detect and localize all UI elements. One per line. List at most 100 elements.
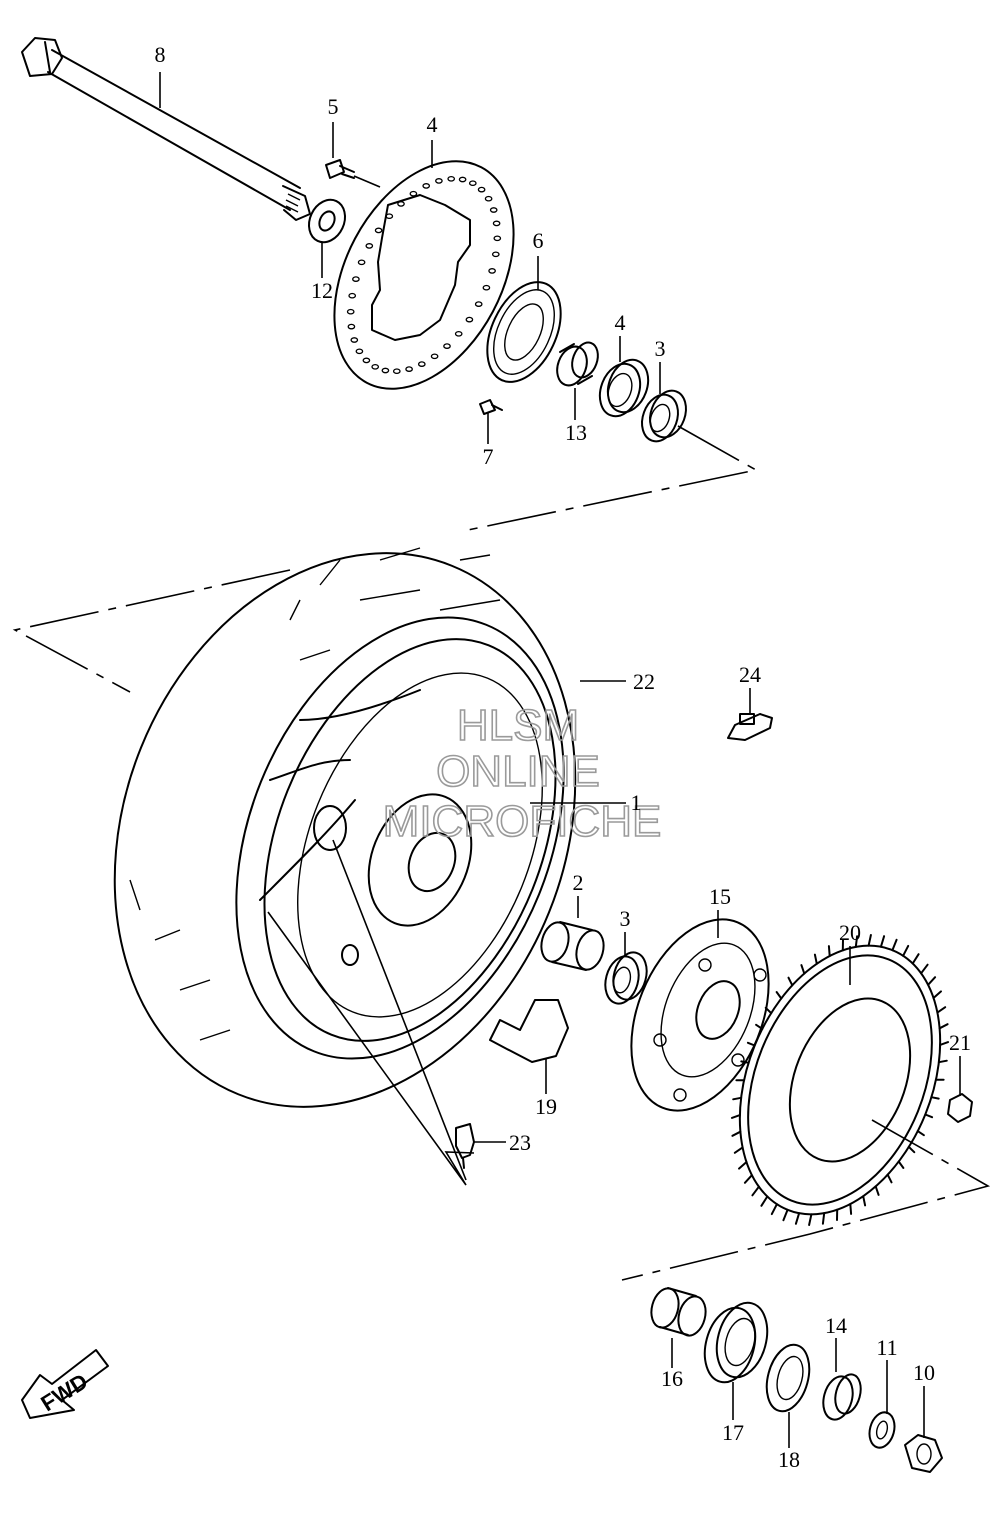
sprocket-tooth <box>748 1043 755 1046</box>
collar-14 <box>819 1372 865 1423</box>
disc-vent-hole <box>483 286 489 290</box>
disc-vent-hole <box>410 192 416 196</box>
sprocket-tooth <box>881 936 884 947</box>
disc-vent-hole <box>348 324 354 328</box>
disc-vent-hole <box>476 302 482 306</box>
disc-vent-hole <box>375 228 381 232</box>
sprocket-tooth <box>925 1115 932 1118</box>
sprocket-tooth <box>823 1213 824 1224</box>
watermark-line2: ONLINE <box>436 747 600 796</box>
disc-vent-hole <box>478 187 484 191</box>
label-part-2: 2 <box>573 870 584 895</box>
sprocket-tooth <box>940 1042 948 1045</box>
sprocket-tooth <box>815 955 817 964</box>
sprocket-tooth <box>809 1214 811 1225</box>
sprocket-tooth <box>752 1187 759 1196</box>
sprocket-tooth <box>739 1162 747 1169</box>
sprocket-tooth <box>863 1196 865 1205</box>
disc-vent-hole <box>456 332 462 336</box>
sprocket-tooth <box>888 1175 892 1183</box>
sprocket-tooth <box>789 978 793 986</box>
sprocket-tooth <box>909 1147 915 1152</box>
label-part-11: 11 <box>876 1335 897 1360</box>
sprocket-tooth <box>772 1204 777 1214</box>
sprocket-tooth <box>934 991 942 998</box>
rear-sprocket <box>702 916 977 1245</box>
disc-vent-hole <box>493 252 499 256</box>
brake-disc <box>298 131 550 420</box>
sprocket-tooth <box>801 965 804 974</box>
wheel-damper <box>490 1000 568 1062</box>
label-part-3-lower: 3 <box>620 906 631 931</box>
bearing-lower <box>600 949 651 1008</box>
disc-vent-hole <box>358 260 364 264</box>
sprocket-tooth <box>937 1007 945 1012</box>
spacer-washer <box>302 194 351 248</box>
sprocket-tooth <box>876 1186 879 1195</box>
disc-vent-hole <box>363 358 369 362</box>
label-part-7: 6 <box>533 228 544 253</box>
disc-vent-hole <box>366 244 372 248</box>
label-part-1: 1 <box>631 790 642 815</box>
disc-vent-hole <box>489 269 495 273</box>
distance-collar <box>537 919 607 972</box>
label-part-5: 4 <box>427 112 438 137</box>
sprocket-tooth <box>796 1213 799 1224</box>
label-part-23: 23 <box>509 1130 531 1155</box>
disc-vent-hole <box>348 310 354 314</box>
balance-weight <box>728 714 772 740</box>
disc-vent-hole <box>394 369 400 373</box>
label-part-3-upper: 3 <box>655 336 666 361</box>
sprocket-tooth <box>918 1131 924 1135</box>
disc-vent-hole <box>372 365 378 369</box>
label-part-8: 7 <box>483 444 494 469</box>
sprocket-tooth <box>869 935 871 946</box>
disc-vent-hole <box>459 177 465 181</box>
sprocket-tooth <box>783 1210 787 1220</box>
oil-seal-18 <box>760 1340 816 1416</box>
sprocket-tooth <box>735 1147 743 1152</box>
disc-vent-hole <box>485 197 491 201</box>
sprocket-nut <box>948 1094 972 1122</box>
disc-vent-hole <box>398 202 404 206</box>
axle-nut-10 <box>905 1435 942 1472</box>
label-part-6: 5 <box>328 94 339 119</box>
disc-vent-hole <box>431 354 437 358</box>
disc-vent-hole <box>386 214 392 218</box>
collar-13 <box>552 339 602 390</box>
washer-11 <box>866 1410 898 1451</box>
oil-seal-4 <box>593 354 655 422</box>
label-part-14: 14 <box>825 1313 847 1338</box>
label-part-10: 10 <box>913 1360 935 1385</box>
disc-vent-hole <box>353 277 359 281</box>
disc-vent-hole <box>423 184 429 188</box>
label-part-9: 8 <box>155 42 166 67</box>
label-part-20: 20 <box>839 920 861 945</box>
sprocket-tooth <box>899 1162 904 1169</box>
label-part-19: 19 <box>535 1094 557 1119</box>
label-part-4: 4 <box>615 310 626 335</box>
label-part-24: 24 <box>739 662 761 687</box>
sprocket-tooth <box>732 1132 740 1136</box>
disc-vent-hole <box>470 181 476 185</box>
label-part-15: 15 <box>709 884 731 909</box>
disc-vent-hole <box>444 344 450 348</box>
sprocket-tooth <box>732 1115 740 1118</box>
disc-vent-hole <box>351 338 357 342</box>
disc-vent-hole <box>406 367 412 371</box>
assembly-lines <box>15 426 988 1280</box>
watermark: HLSM ONLINE MICROFICHE <box>383 701 662 846</box>
label-part-13: 13 <box>565 420 587 445</box>
forward-direction-badge: FWD <box>22 1350 108 1418</box>
sprocket-tooth <box>761 1197 767 1206</box>
sprocket-tooth <box>903 946 908 956</box>
axle <box>22 38 310 220</box>
disc-vent-hole <box>448 177 454 181</box>
sprocket-tooth <box>850 1204 851 1214</box>
sprocket-tooth <box>745 1175 752 1183</box>
sprocket-tooth <box>741 1061 748 1062</box>
label-part-22: 22 <box>633 669 655 694</box>
collar-16 <box>647 1285 709 1338</box>
sensor-ring <box>473 270 576 393</box>
label-part-12: 12 <box>311 278 333 303</box>
